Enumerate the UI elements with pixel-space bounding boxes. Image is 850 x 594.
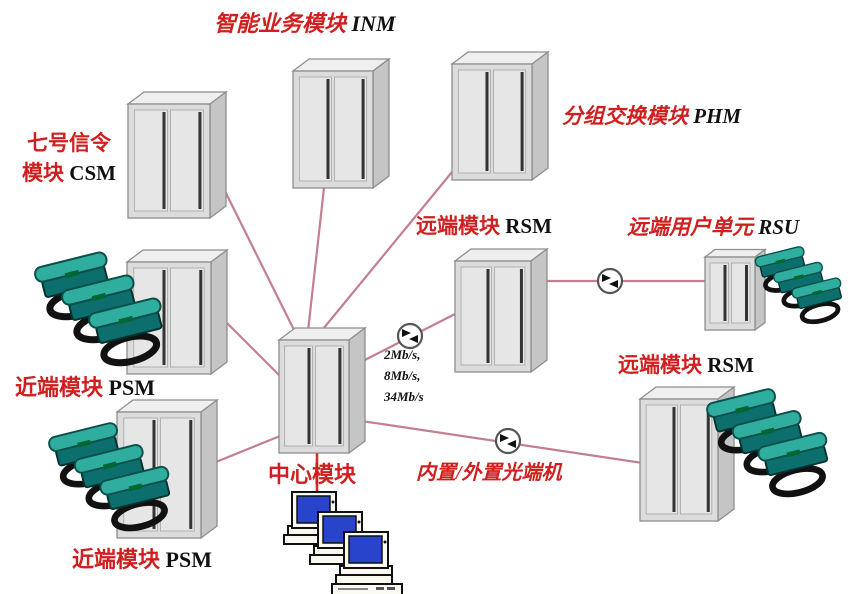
cabinet-door-handle-line xyxy=(198,112,202,209)
transceiver-3-optical-transceiver-icon xyxy=(494,427,522,455)
label-csm-text: 模块 xyxy=(22,161,70,186)
label-rsu: 远端用户单元 RSU xyxy=(627,212,799,242)
cabinet-door xyxy=(298,76,332,182)
cabinet-door-handle-line xyxy=(745,265,748,321)
cabinet-top-face xyxy=(126,91,228,105)
label-rsm2: 远端模块 RSM xyxy=(618,350,754,380)
cabinet-door xyxy=(134,109,168,212)
cabinet-door-handle-line xyxy=(307,348,311,444)
cabinet-door-handle-line xyxy=(338,348,342,444)
pcs-center-computers-icon xyxy=(283,491,403,594)
label-phm: 分组交换模块 PHM xyxy=(562,101,741,131)
cabinet-door-handle-line xyxy=(672,407,676,512)
label-inm-text: INM xyxy=(351,11,396,36)
label-rsm1-text: RSM xyxy=(505,214,552,238)
cabinet-door xyxy=(460,266,492,366)
label-rsm2-text: RSM xyxy=(707,353,754,377)
label-psm1-text: 近端模块 xyxy=(15,375,109,400)
cabinet-door-handle-line xyxy=(706,407,710,512)
cabinet-door-handle-line xyxy=(485,72,489,171)
cabinet-door xyxy=(494,266,526,366)
cabinet-door xyxy=(645,404,678,515)
label-rsm1: 远端模块 RSM xyxy=(416,211,552,241)
label-csm: 七号信令模块 CSM xyxy=(2,128,136,189)
phones-psm1-telephones-icon xyxy=(34,251,163,367)
cabinet-door xyxy=(493,69,527,174)
cabinet-door xyxy=(680,404,713,515)
cabinet-inm xyxy=(291,57,391,190)
cabinet-door-handle-line xyxy=(162,270,166,365)
label-rates-text: 2Mb/s, xyxy=(384,347,421,362)
label-psm1: 近端模块 PSM xyxy=(15,372,155,404)
cabinet-center xyxy=(277,326,367,455)
cabinet-side-face xyxy=(348,326,366,455)
cabinet-side-face xyxy=(531,50,549,182)
label-rsm1-text: 远端模块 xyxy=(416,214,506,238)
label-inm: 智能业务模块 INM xyxy=(214,8,396,40)
label-rsm2-text: 远端模块 xyxy=(618,353,708,377)
cabinet-side-face xyxy=(372,57,390,190)
cabinet-door-handle-line xyxy=(189,420,193,529)
label-csm-text: CSM xyxy=(69,161,116,186)
link-center-inm xyxy=(305,187,326,341)
label-csm-text: 七号信令 xyxy=(27,131,111,155)
label-psm2-text: PSM xyxy=(165,547,212,572)
cabinet-rsm1 xyxy=(453,247,549,374)
label-center-text: 中心模块 xyxy=(268,462,357,487)
label-phm-text: PHM xyxy=(693,104,742,128)
label-rsu-text: RSU xyxy=(758,215,800,239)
cabinet-door-handle-line xyxy=(486,269,490,363)
label-psm1-text: PSM xyxy=(108,375,155,400)
phones-rsu-telephones-icon xyxy=(754,246,842,325)
cabinet-side-face xyxy=(530,247,548,374)
transceiver-1-optical-transceiver-icon xyxy=(396,322,424,350)
label-optical: 内置/外置光端机 xyxy=(416,459,562,488)
cabinet-door-handle-line xyxy=(723,265,727,321)
label-phm-text: 分组交换模块 xyxy=(562,104,694,128)
label-rates: 2Mb/s, 8Mb/s, 34Mb/s xyxy=(384,344,424,407)
phones-layer xyxy=(34,246,842,532)
cabinet-door-handle-line xyxy=(162,112,166,209)
label-rsu-text: 远端用户单元 xyxy=(627,215,759,239)
cabinet-top-face xyxy=(125,249,229,263)
label-optical-text: 内置/外置光端机 xyxy=(416,462,562,484)
cabinet-csm xyxy=(126,90,228,220)
cabinet-door-handle-line xyxy=(199,270,203,365)
cabinet-side-face xyxy=(209,90,227,220)
label-psm2: 近端模块 PSM xyxy=(72,544,212,576)
cabinet-side-face xyxy=(200,398,218,540)
cabinet-door-handle-line xyxy=(520,72,524,171)
cabinet-side-face xyxy=(210,248,228,376)
cabinet-door-handle-line xyxy=(361,79,365,179)
cabinet-rsu xyxy=(703,248,767,332)
label-rates-text: 34Mb/s xyxy=(384,389,424,405)
cabinet-door xyxy=(457,69,491,174)
cabinet-door xyxy=(170,267,205,368)
label-psm2-text: 近端模块 xyxy=(72,547,166,572)
phones-rsm2-telephones-icon xyxy=(706,388,829,498)
label-rates-text: 8Mb/s, xyxy=(384,368,421,384)
label-inm-text: 智能业务模块 xyxy=(214,11,352,36)
cabinet-door-handle-line xyxy=(326,79,330,179)
cabinet-phm xyxy=(450,50,550,182)
transceiver-2-optical-transceiver-icon xyxy=(596,267,624,295)
cabinet-door xyxy=(170,109,204,212)
label-center: 中心模块 xyxy=(268,459,356,491)
phones-psm2-telephones-icon xyxy=(48,422,171,532)
link-center-phm xyxy=(313,171,453,341)
cabinet-door-handle-line xyxy=(519,269,523,363)
transceivers-layer xyxy=(396,267,624,455)
cabinet-door xyxy=(334,76,368,182)
